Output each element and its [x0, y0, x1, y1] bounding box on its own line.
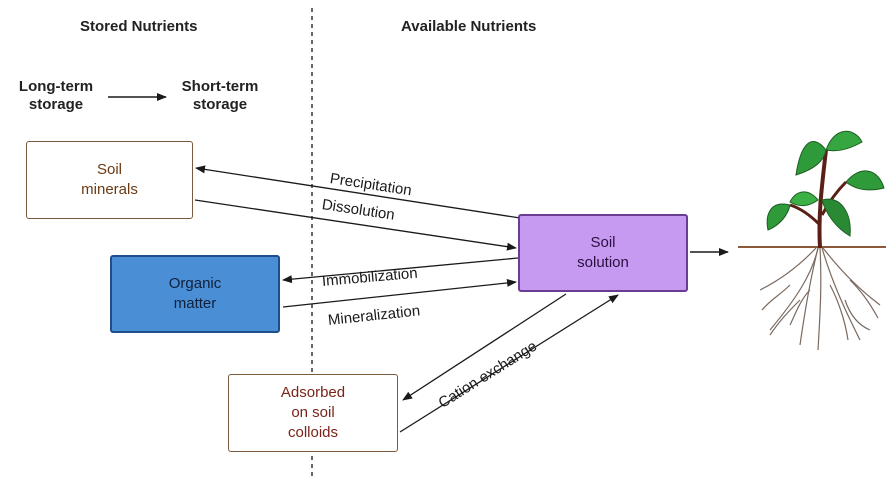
cation-exchange-arrow-down — [402, 293, 567, 401]
available-nutrients-header: Available Nutrients — [401, 18, 537, 35]
mineralization-arrow — [282, 278, 517, 308]
soil-minerals-label: Soil minerals — [81, 161, 138, 198]
cation-exchange-arrow-up — [399, 294, 619, 433]
short-term-storage-label: Short-term storage — [181, 78, 259, 113]
plant-illustration — [738, 130, 886, 351]
organic-matter-box: Organic matter — [110, 255, 280, 333]
stored-nutrients-header: Stored Nutrients — [80, 18, 198, 35]
soil-minerals-box: Soil minerals — [26, 141, 193, 219]
soil-solution-label: Soil solution — [577, 234, 629, 271]
organic-matter-label: Organic matter — [168, 275, 222, 312]
adsorbed-colloids-box: Adsorbed on soil colloids — [228, 374, 398, 452]
long-term-storage-label: Long-term storage — [18, 78, 94, 113]
adsorbed-colloids-label: Adsorbed on soil colloids — [280, 384, 346, 441]
precipitation-arrow — [195, 165, 521, 219]
dissolution-arrow — [194, 199, 517, 251]
soil-solution-box: Soil solution — [518, 214, 688, 292]
immobilization-arrow — [282, 257, 519, 284]
